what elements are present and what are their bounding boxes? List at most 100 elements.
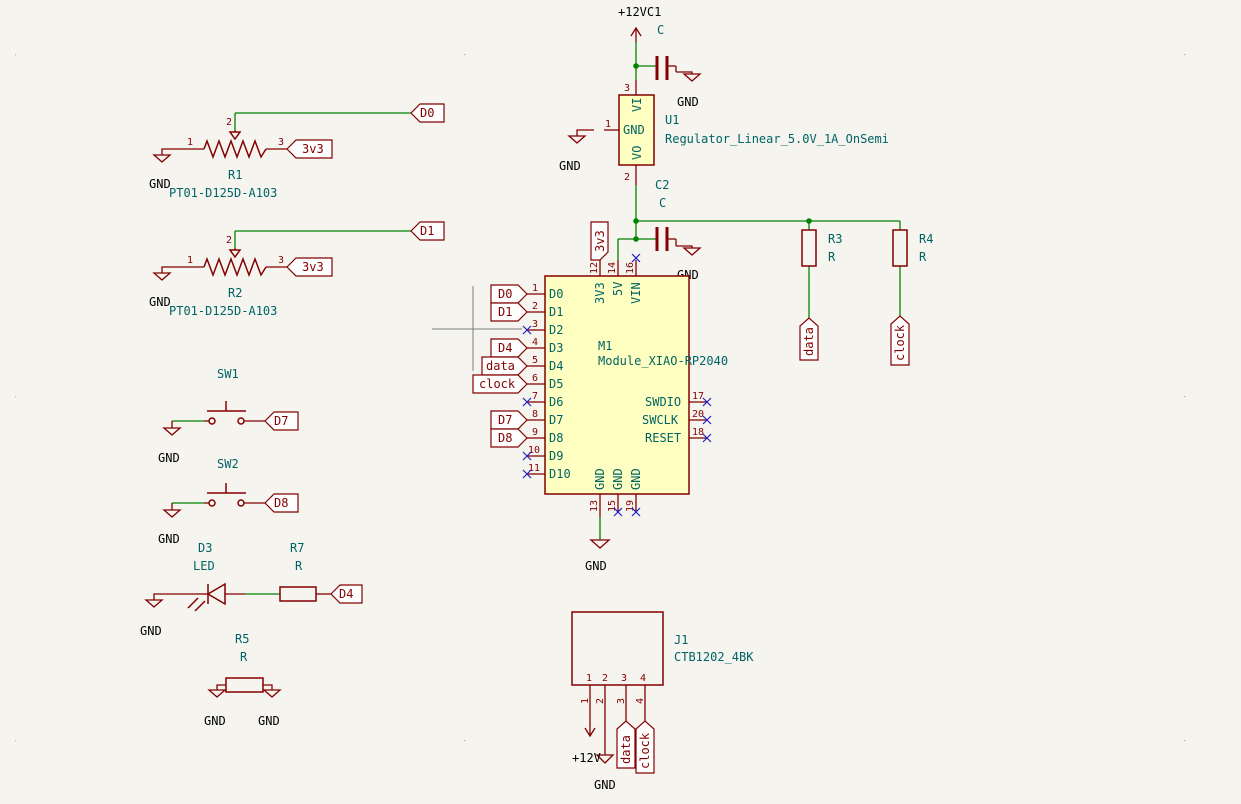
label-d7-sw1[interactable]: D7: [264, 411, 299, 431]
svg-text:SWDIO: SWDIO: [645, 395, 681, 409]
svg-text:R2: R2: [228, 286, 242, 300]
switch-sw1[interactable]: SW1: [204, 367, 265, 425]
svg-text:GND: GND: [158, 451, 180, 465]
led-d3[interactable]: D3 LED: [187, 541, 245, 612]
label-d4-led[interactable]: D4: [330, 584, 363, 604]
module-m1[interactable]: M1 Module_XIAO-RP2040: [544, 275, 728, 495]
svg-text:VI: VI: [630, 98, 644, 112]
u1-ref: U1: [665, 113, 679, 127]
svg-text:GND: GND: [623, 123, 645, 137]
svg-text:D6: D6: [549, 395, 563, 409]
switch-sw2[interactable]: SW2: [204, 457, 265, 507]
svg-text:D3: D3: [549, 341, 563, 355]
m1-ref: M1: [598, 339, 612, 353]
label-m1-d4[interactable]: D4: [490, 338, 528, 358]
resistor-r4[interactable]: R4 R: [892, 229, 933, 267]
svg-text:1: 1: [187, 255, 193, 266]
svg-text:GND: GND: [611, 468, 625, 490]
c2-ref: C2: [655, 178, 669, 192]
label-m1-d8[interactable]: D8: [490, 428, 528, 448]
m1-value: Module_XIAO-RP2040: [598, 354, 728, 368]
label-m1-data[interactable]: data: [481, 356, 528, 376]
label-3v3-r2[interactable]: 3v3: [286, 257, 333, 277]
svg-text:5: 5: [532, 355, 538, 366]
svg-text:VIN: VIN: [629, 282, 643, 304]
gnd-symbol-r2: GND: [149, 266, 186, 309]
svg-text:data: data: [802, 327, 816, 356]
svg-text:5V: 5V: [611, 282, 625, 296]
svg-text:3: 3: [624, 83, 630, 94]
resistor-r5[interactable]: R5 R: [225, 632, 264, 693]
gnd-symbol-r5-left: GND: [204, 684, 227, 728]
svg-text:PT01-D125D-A103: PT01-D125D-A103: [169, 304, 277, 318]
m1-right-pins: 17 20 18 SWDIO SWCLK RESET: [642, 391, 707, 445]
svg-text:19: 19: [625, 500, 636, 512]
svg-text:1: 1: [586, 673, 592, 684]
svg-text:D4: D4: [549, 359, 563, 373]
connector-j1[interactable]: 1 2 3 4 1 2 3 4 J1 CTB1202_4BK +12V: [571, 611, 754, 765]
svg-text:GND: GND: [559, 159, 581, 173]
svg-text:1: 1: [187, 137, 193, 148]
svg-text:4: 4: [635, 698, 646, 704]
svg-text:SW2: SW2: [217, 457, 239, 471]
label-data-r3[interactable]: data: [799, 317, 819, 361]
svg-text:1: 1: [580, 698, 591, 704]
svg-text:16: 16: [625, 262, 636, 274]
resistor-r3[interactable]: R3 R: [801, 229, 842, 267]
gnd-symbol-r1: GND: [149, 148, 186, 191]
svg-text:3: 3: [532, 319, 538, 330]
svg-text:3v3: 3v3: [593, 230, 607, 252]
svg-text:GND: GND: [149, 295, 171, 309]
svg-text:D7: D7: [498, 413, 512, 427]
label-j1-clock[interactable]: clock: [635, 720, 655, 774]
svg-text:data: data: [619, 735, 633, 764]
label-m1-d0[interactable]: D0: [490, 284, 528, 304]
svg-text:R1: R1: [228, 168, 242, 182]
svg-text:R5: R5: [235, 632, 249, 646]
gnd-symbol-r5-right: GND: [258, 684, 282, 728]
svg-text:PT01-D125D-A103: PT01-D125D-A103: [169, 186, 277, 200]
svg-text:SWCLK: SWCLK: [642, 413, 679, 427]
svg-text:D3: D3: [198, 541, 212, 555]
m1-left-pins: 1 2 3 4 5 6 7 8 9 10 11 D0 D1 D2 D3 D4 D…: [527, 283, 571, 481]
gnd-symbol-sw1: GND: [158, 421, 182, 465]
svg-text:D7: D7: [274, 414, 288, 428]
label-d1-r2[interactable]: D1: [410, 221, 445, 241]
svg-text:12: 12: [589, 262, 600, 274]
svg-text:2: 2: [226, 235, 232, 246]
svg-text:1: 1: [605, 119, 611, 130]
cursor-crosshair: [432, 286, 522, 371]
svg-text:D8: D8: [549, 431, 563, 445]
sheet-grid: [15, 54, 1186, 742]
label-3v3-r1[interactable]: 3v3: [286, 139, 333, 159]
wires: [172, 42, 901, 595]
svg-text:7: 7: [532, 391, 538, 402]
svg-text:clock: clock: [893, 324, 907, 361]
svg-text:D10: D10: [549, 467, 571, 481]
label-d8-sw2[interactable]: D8: [264, 493, 299, 513]
label-m1-clock[interactable]: clock: [472, 374, 528, 394]
label-clock-r4[interactable]: clock: [890, 315, 910, 366]
power-label-3v3-top[interactable]: 3v3: [590, 221, 609, 261]
svg-text:D0: D0: [549, 287, 563, 301]
label-m1-d7[interactable]: D7: [490, 410, 528, 430]
svg-text:3: 3: [278, 137, 284, 148]
svg-text:D7: D7: [549, 413, 563, 427]
svg-text:GND: GND: [629, 468, 643, 490]
c-top-ref: C: [657, 23, 664, 37]
resistor-r7[interactable]: R7 R: [279, 541, 331, 602]
potentiometer-r1[interactable]: 1 2 3 R1 PT01-D125D-A103: [169, 117, 287, 200]
potentiometer-r2[interactable]: 1 2 3 R2 PT01-D125D-A103: [169, 235, 287, 318]
svg-text:15: 15: [607, 500, 618, 512]
svg-text:4: 4: [532, 337, 538, 348]
label-m1-d1[interactable]: D1: [490, 302, 528, 322]
label-d0-r1[interactable]: D0: [410, 103, 445, 123]
vcc-top-label: +12VC1: [618, 5, 661, 19]
label-j1-data[interactable]: data: [616, 720, 636, 769]
svg-text:GND: GND: [158, 532, 180, 546]
regulator-u1[interactable]: 3 1 2 VI GND VO U1 Regulator_Linear_5.0V…: [604, 80, 889, 185]
svg-text:GND: GND: [677, 95, 699, 109]
svg-text:D0: D0: [498, 287, 512, 301]
svg-text:3v3: 3v3: [302, 260, 324, 274]
